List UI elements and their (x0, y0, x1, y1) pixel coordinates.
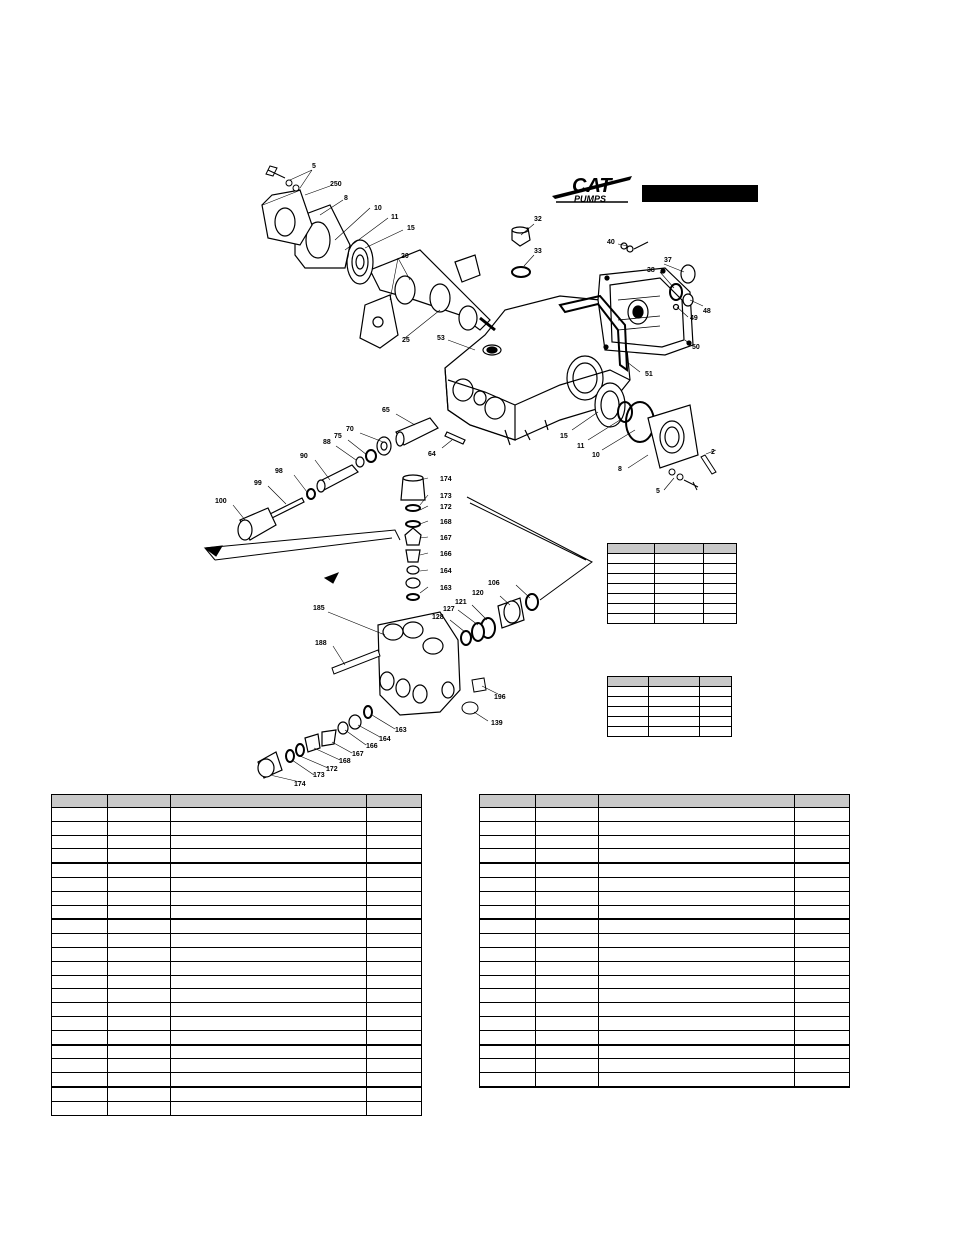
callout-49: 49 (690, 315, 698, 322)
callout-163-lower: 163 (395, 727, 407, 734)
oring-33 (511, 266, 531, 278)
callout-64: 64 (428, 451, 436, 458)
callout-168-lower: 168 (339, 758, 351, 765)
callout-5-right: 5 (656, 488, 660, 495)
callout-173: 173 (440, 493, 452, 500)
callout-20: 20 (401, 253, 409, 260)
callout-167: 167 (440, 535, 452, 542)
plug-139 (461, 701, 479, 715)
callout-33: 33 (534, 248, 542, 255)
callout-40: 40 (607, 239, 615, 246)
parts-table-left (51, 794, 422, 1116)
callout-32: 32 (534, 216, 542, 223)
plug-196 (471, 677, 487, 693)
callout-37: 37 (664, 257, 672, 264)
cat-pumps-logo: CAT PUMPS (552, 175, 632, 204)
callout-139: 139 (491, 720, 503, 727)
callout-172-lower: 172 (326, 766, 338, 773)
callout-128: 128 (432, 614, 444, 621)
callout-172: 172 (440, 504, 452, 511)
seal-set-right (460, 593, 539, 646)
callout-173-lower: 173 (313, 772, 325, 779)
bearing-15-left (346, 239, 374, 285)
small-table-1 (607, 543, 737, 624)
callout-15: 15 (407, 225, 415, 232)
callout-25: 25 (402, 337, 410, 344)
callout-11-right: 11 (577, 443, 585, 450)
callout-98: 98 (275, 468, 283, 475)
crankshaft (359, 249, 496, 349)
bearing-cover-right (647, 404, 699, 469)
manifold-head (377, 611, 461, 716)
callout-164: 164 (440, 568, 452, 575)
callout-196: 196 (494, 694, 506, 701)
sight-glass-set (620, 241, 696, 311)
callout-10: 10 (374, 205, 382, 212)
logo-line2: PUMPS (574, 194, 606, 204)
callout-100: 100 (215, 498, 227, 505)
callout-250: 250 (330, 181, 342, 188)
callout-2: 2 (711, 449, 715, 456)
plunger-assembly (237, 417, 466, 541)
callout-50: 50 (692, 344, 700, 351)
leader-lines (232, 169, 717, 783)
callout-8-right: 8 (618, 466, 622, 473)
callout-75: 75 (334, 433, 342, 440)
callout-121: 121 (455, 599, 467, 606)
callout-174-lower: 174 (294, 781, 306, 788)
gasket-51 (558, 294, 629, 373)
callout-numbers: 5 250 8 10 11 15 20 25 53 32 33 40 37 38… (215, 163, 715, 788)
callout-38: 38 (647, 267, 655, 274)
valve-stack-top (400, 474, 426, 601)
model-title-bar (642, 185, 758, 202)
key-2 (700, 454, 717, 475)
callout-51: 51 (645, 371, 653, 378)
callout-120: 120 (472, 590, 484, 597)
bearing-15-right (594, 382, 626, 428)
callout-48: 48 (703, 308, 711, 315)
callout-166-lower: 166 (366, 743, 378, 750)
crankcase (444, 295, 631, 446)
callout-53: 53 (437, 335, 445, 342)
callout-164-lower: 164 (379, 736, 391, 743)
logo-line1: CAT (572, 175, 613, 197)
bearing-cover-left (261, 189, 351, 269)
callout-11: 11 (391, 214, 399, 221)
callout-88: 88 (323, 439, 331, 446)
assembly-arrows (203, 496, 593, 601)
callout-166: 166 (440, 551, 452, 558)
callout-168: 168 (440, 519, 452, 526)
callout-185: 185 (313, 605, 325, 612)
callout-5: 5 (312, 163, 316, 170)
callout-167-lower: 167 (352, 751, 364, 758)
bolt-set-top-left (265, 165, 300, 192)
small-table-2 (607, 676, 732, 737)
callout-15-right: 15 (560, 433, 568, 440)
bolt-set-bottom-right (668, 468, 699, 491)
callout-174: 174 (440, 476, 452, 483)
oil-cap (511, 226, 531, 247)
callout-90: 90 (300, 453, 308, 460)
callout-65: 65 (382, 407, 390, 414)
callout-106: 106 (488, 580, 500, 587)
callout-188: 188 (315, 640, 327, 647)
callout-8: 8 (344, 195, 348, 202)
callout-99: 99 (254, 480, 262, 487)
parts-table-right (479, 794, 850, 1088)
valve-stack-bottom (257, 705, 373, 779)
head-bolt (331, 649, 381, 675)
callout-70: 70 (346, 426, 354, 433)
callout-10-right: 10 (592, 452, 600, 459)
callout-127: 127 (443, 606, 455, 613)
callout-163: 163 (440, 585, 452, 592)
